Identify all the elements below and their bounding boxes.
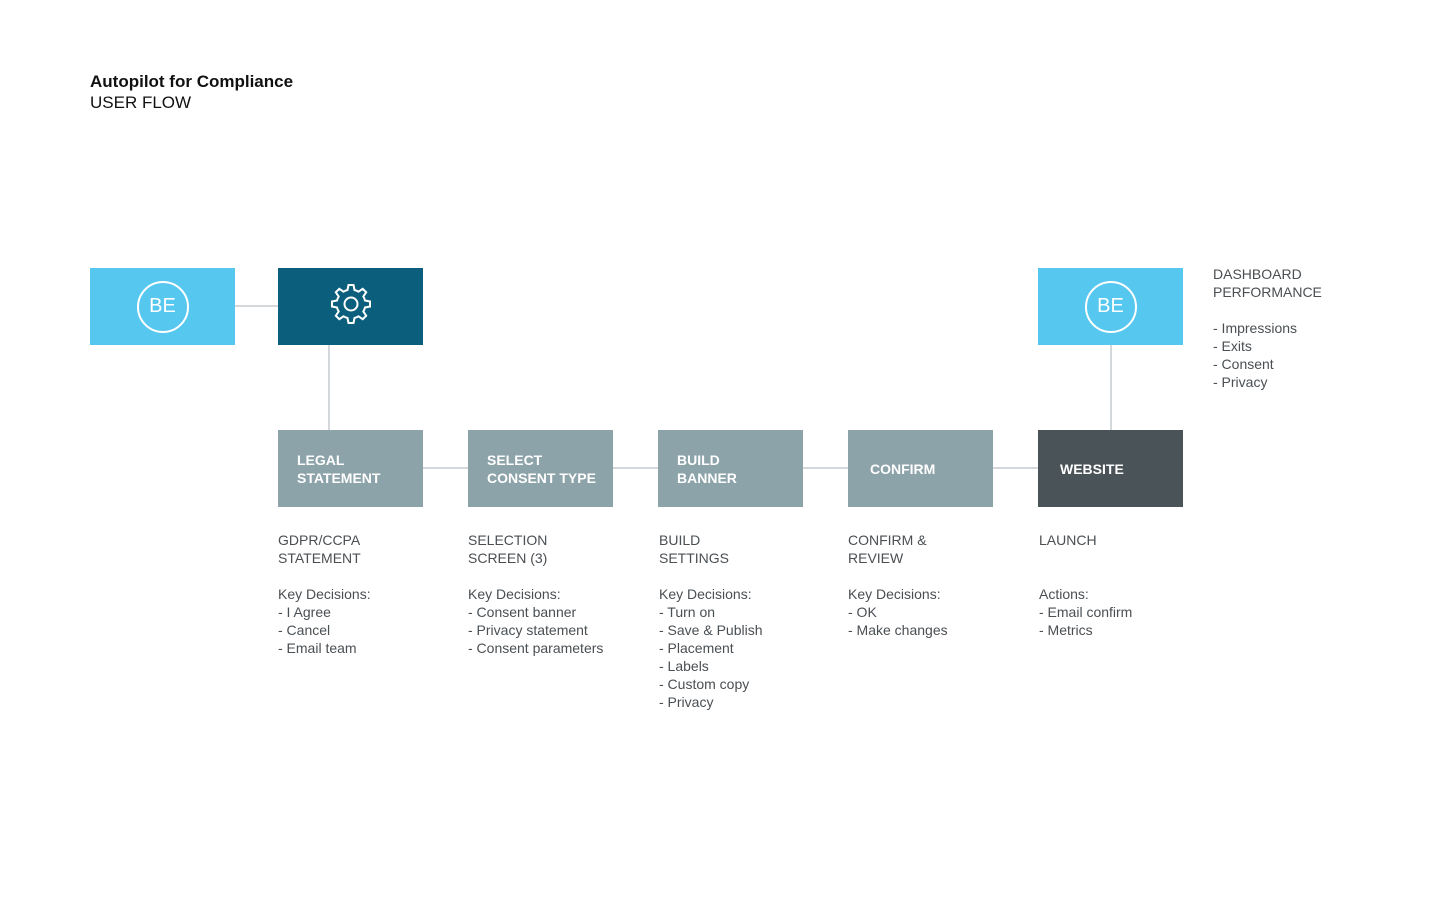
detail-heading: STATEMENT bbox=[278, 550, 361, 566]
detail-heading: LAUNCH bbox=[1039, 532, 1097, 548]
detail-heading: SCREEN (3) bbox=[468, 550, 548, 566]
list-item: - Metrics bbox=[1039, 622, 1093, 638]
details-select-consent-type: SELECTION SCREEN (3) Key Decisions: - Con… bbox=[468, 531, 603, 657]
list-item: - Privacy statement bbox=[468, 622, 588, 638]
detail-heading: REVIEW bbox=[848, 550, 904, 566]
detail-subheading: Key Decisions: bbox=[278, 586, 371, 602]
dashboard-heading: PERFORMANCE bbox=[1213, 284, 1322, 300]
step-label-line: CONSENT TYPE bbox=[487, 469, 596, 486]
list-item: - OK bbox=[848, 604, 877, 620]
list-item: - Consent banner bbox=[468, 604, 577, 620]
step-label-line: LEGAL bbox=[297, 451, 345, 468]
connector-website-to-be bbox=[1110, 345, 1112, 430]
step-label-line: SELECT bbox=[487, 451, 543, 468]
list-item: - Impressions bbox=[1213, 320, 1298, 336]
list-item: - I Agree bbox=[278, 604, 331, 620]
detail-subheading: Key Decisions: bbox=[468, 586, 561, 602]
list-item: - Exits bbox=[1213, 338, 1252, 354]
list-item: - Consent bbox=[1213, 356, 1274, 372]
list-item: - Privacy bbox=[659, 694, 714, 710]
detail-subheading: Actions: bbox=[1039, 586, 1089, 602]
detail-heading bbox=[1039, 549, 1132, 567]
details-build-banner: BUILD SETTINGS Key Decisions: - Turn on -… bbox=[659, 531, 763, 711]
step-label-line: BUILD bbox=[677, 451, 720, 468]
step-website: WEBSITE bbox=[1038, 430, 1183, 507]
detail-subheading: Key Decisions: bbox=[659, 586, 752, 602]
connector-be-to-settings bbox=[235, 305, 278, 307]
list-item: - Email team bbox=[278, 640, 357, 656]
step-confirm: CONFIRM bbox=[848, 430, 993, 507]
detail-heading: SELECTION bbox=[468, 532, 548, 548]
step-label-line: CONFIRM bbox=[870, 460, 936, 477]
list-item: - Labels bbox=[659, 658, 709, 674]
detail-subheading: Key Decisions: bbox=[848, 586, 941, 602]
dashboard-performance: DASHBOARD PERFORMANCE - Impressions - Exi… bbox=[1213, 265, 1322, 391]
diagram-title: Autopilot for Compliance bbox=[90, 72, 294, 91]
list-item: - Cancel bbox=[278, 622, 331, 638]
detail-heading: SETTINGS bbox=[659, 550, 730, 566]
be-badge: BE bbox=[136, 280, 189, 333]
detail-heading: CONFIRM & bbox=[848, 532, 927, 548]
connector-settings-to-legal bbox=[328, 345, 330, 430]
step-label-line: WEBSITE bbox=[1060, 460, 1124, 477]
dashboard-heading: DASHBOARD bbox=[1213, 266, 1302, 282]
list-item: - Custom copy bbox=[659, 676, 750, 692]
settings-node bbox=[278, 268, 423, 345]
step-label-line: STATEMENT bbox=[297, 469, 381, 486]
step-label-line: BANNER bbox=[677, 469, 737, 486]
list-item: - Placement bbox=[659, 640, 734, 656]
details-website: LAUNCH Actions: - Email confirm - Metric… bbox=[1039, 531, 1132, 639]
list-item: - Save & Publish bbox=[659, 622, 763, 638]
be-node-start: BE bbox=[90, 268, 235, 345]
details-legal-statement: GDPR/CCPA STATEMENT Key Decisions: - I Ag… bbox=[278, 531, 371, 657]
gear-icon bbox=[329, 282, 373, 331]
be-node-end: BE bbox=[1038, 268, 1183, 345]
be-badge: BE bbox=[1084, 280, 1137, 333]
list-item: - Turn on bbox=[659, 604, 716, 620]
detail-heading: BUILD bbox=[659, 532, 701, 548]
list-item: - Consent parameters bbox=[468, 640, 604, 656]
diagram-subtitle: USER FLOW bbox=[90, 93, 192, 112]
list-item: - Privacy bbox=[1213, 374, 1268, 390]
details-confirm: CONFIRM & REVIEW Key Decisions: - OK - Ma… bbox=[848, 531, 948, 639]
list-item: - Email confirm bbox=[1039, 604, 1133, 620]
detail-heading: GDPR/CCPA bbox=[278, 532, 361, 548]
list-item: - Make changes bbox=[848, 622, 948, 638]
